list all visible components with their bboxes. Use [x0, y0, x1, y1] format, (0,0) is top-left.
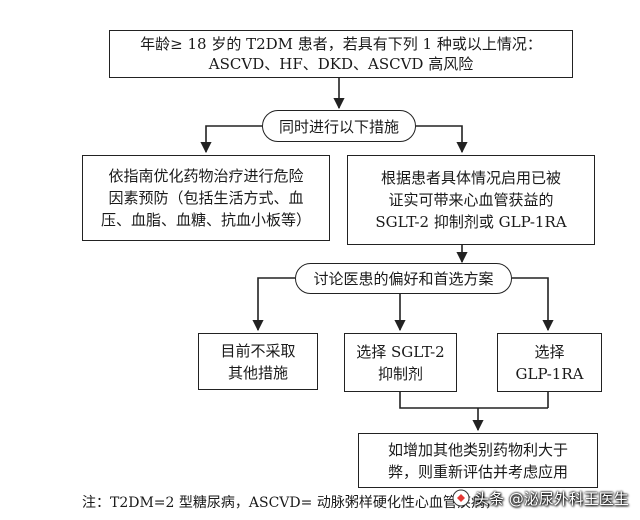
step1-label: 同时进行以下措施 [278, 117, 399, 136]
option-none-line-1: 目前不采取 [220, 341, 296, 360]
option-none-line-2: 其他措施 [227, 363, 288, 382]
watermark-logo-icon [452, 489, 470, 507]
option-glp1-box: 选择 GLP-1RA [497, 333, 602, 392]
arrow-step2-to-glp1 [512, 277, 554, 332]
arrow-step2-to-none [252, 277, 295, 332]
step2-label: 讨论医患的偏好和首选方案 [313, 270, 494, 288]
line-sglt2-merge [399, 392, 548, 409]
right-line-3: SGLT-2 抑制剂或 GLP-1RA [375, 213, 567, 231]
bottom-reassess-box: 如增加其他类别药物利大于 弊，则重新评估并考虑应用 [358, 433, 598, 488]
left-line-2: 因素预防（包括生活方式、血 [108, 189, 304, 207]
option-sglt2-line-1: 选择 SGLT-2 [356, 342, 445, 361]
bottom-line-1: 如增加其他类别药物利大于 [387, 440, 568, 459]
arrow-step1-to-left [200, 125, 262, 154]
step2-pill: 讨论医患的偏好和首选方案 [295, 263, 512, 294]
right-line-2: 证实可带来心血管获益的 [388, 191, 554, 209]
right-line-1: 根据患者具体情况启用已被 [380, 169, 561, 187]
left-line-1: 依指南优化药物治疗进行危险 [108, 167, 304, 185]
right-drug-box: 根据患者具体情况启用已被 证实可带来心血管获益的 SGLT-2 抑制剂或 GLP… [347, 155, 595, 245]
arrow-step1-to-right [416, 125, 468, 154]
left-line-3: 压、血脂、血糖、抗血小板等） [100, 211, 311, 229]
left-risk-box: 依指南优化药物治疗进行危险 因素预防（包括生活方式、血 压、血脂、血糖、抗血小板… [82, 155, 330, 241]
watermark-text: 头条 @泌尿外科王医生 [474, 490, 629, 508]
footnote: 注：T2DM=2 型糖尿病，ASCVD= 动脉粥样硬化性心血管疾病， [82, 495, 499, 511]
option-sglt2-box: 选择 SGLT-2 抑制剂 [344, 333, 457, 392]
option-no-action-box: 目前不采取 其他措施 [198, 333, 318, 390]
option-glp1-line-1: 选择 [534, 342, 565, 361]
option-sglt2-line-2: 抑制剂 [377, 364, 423, 383]
option-glp1-line-2: GLP-1RA [515, 364, 584, 383]
top-condition-box: 年龄≥ 18 岁的 T2DM 患者，若具有下列 1 种或以上情况： ASCVD、… [109, 30, 573, 78]
step1-pill: 同时进行以下措施 [262, 110, 416, 142]
top-line-2: ASCVD、HF、DKD、ASCVD 高风险 [208, 55, 474, 73]
top-line-1: 年龄≥ 18 岁的 T2DM 患者，若具有下列 1 种或以上情况： [140, 35, 542, 53]
bottom-line-2: 弊，则重新评估并考虑应用 [387, 462, 568, 481]
